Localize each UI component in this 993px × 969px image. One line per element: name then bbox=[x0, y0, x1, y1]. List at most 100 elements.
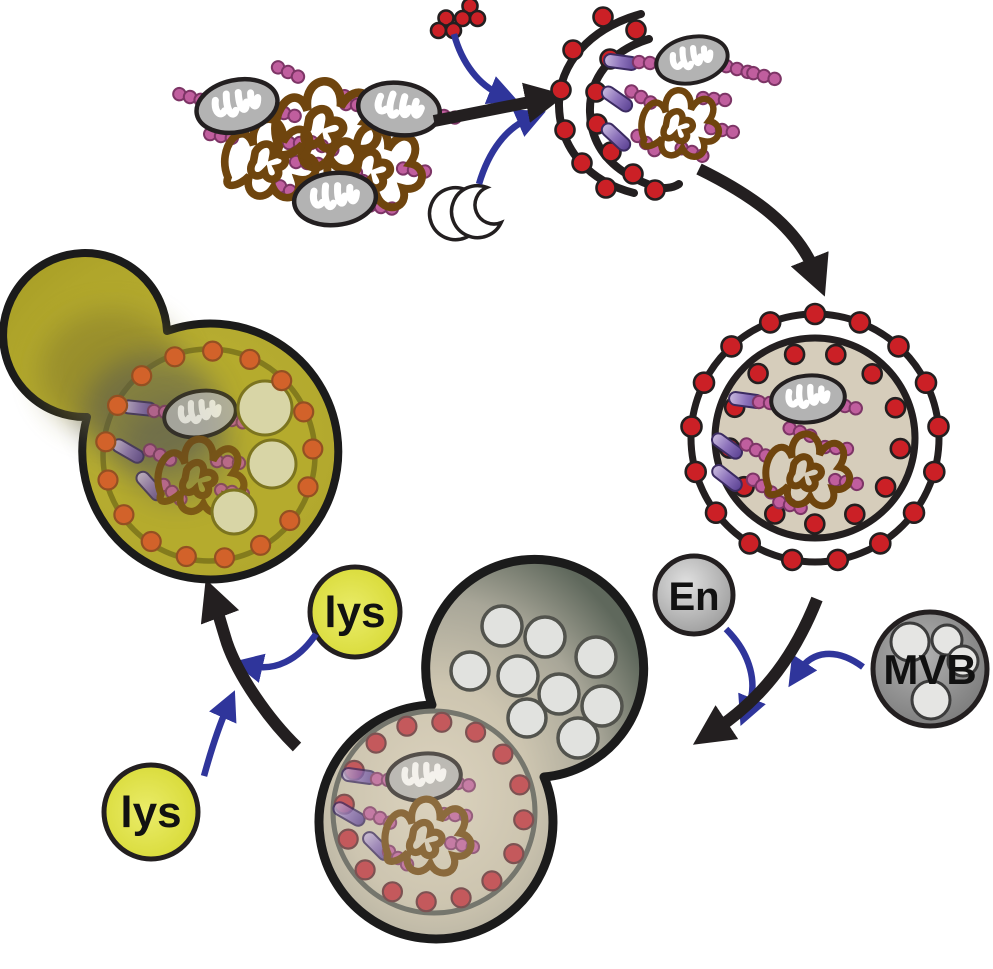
membrane-dot bbox=[692, 371, 716, 395]
membrane-dot bbox=[481, 870, 503, 892]
endosome-badge: En bbox=[652, 553, 736, 637]
arrow-lysosome-lower bbox=[200, 690, 237, 777]
membrane-source-icon bbox=[419, 179, 506, 250]
membrane-dot bbox=[783, 343, 806, 366]
lysosome-circle bbox=[307, 564, 403, 660]
membrane-dot bbox=[131, 365, 153, 387]
mvb-label: MVB bbox=[883, 646, 976, 693]
membrane-dot bbox=[720, 335, 743, 358]
membrane-dot bbox=[922, 460, 946, 484]
degraded-vesicle bbox=[246, 438, 298, 490]
cargo-cluster bbox=[170, 58, 463, 229]
amphisome bbox=[314, 554, 649, 944]
membrane-dot bbox=[415, 891, 437, 913]
lysosome-badge-upper: lys bbox=[307, 564, 403, 660]
membrane-dot bbox=[106, 394, 129, 416]
membrane-dot bbox=[450, 887, 472, 909]
membrane-dot bbox=[297, 476, 319, 498]
arrow-mvb-fusion bbox=[788, 650, 865, 688]
membrane-dot bbox=[738, 532, 762, 555]
lysosome-circle bbox=[101, 762, 201, 862]
membrane-dot bbox=[758, 311, 782, 334]
membrane-dot bbox=[396, 715, 418, 737]
phagophore bbox=[550, 6, 784, 201]
membrane-dot bbox=[874, 476, 897, 498]
ub-glyph bbox=[268, 58, 308, 86]
receptor-trimers bbox=[429, 0, 487, 40]
membrane-dot bbox=[213, 547, 236, 569]
arrow-receptors bbox=[450, 33, 519, 104]
amphisome-vesicles bbox=[449, 604, 624, 760]
degraded-vesicle bbox=[236, 379, 294, 437]
membrane-dot bbox=[803, 302, 827, 326]
autolysosome-cell bbox=[0, 249, 343, 584]
membrane-dot bbox=[848, 311, 872, 334]
arrow-amphisome-to-autolysosome bbox=[200, 579, 302, 752]
membrane-dot bbox=[250, 534, 272, 556]
membrane-dot bbox=[927, 415, 950, 438]
membrane-dot bbox=[592, 6, 614, 28]
membrane-dot bbox=[803, 513, 826, 535]
mvb-vesicle bbox=[910, 679, 952, 721]
arrow-phagophore-to-autophagosome bbox=[696, 163, 829, 297]
membrane-dot bbox=[239, 348, 261, 370]
endosome-label: En bbox=[668, 575, 719, 619]
degraded-vesicle bbox=[210, 488, 258, 536]
membrane-dot bbox=[861, 362, 884, 385]
membrane-dot bbox=[271, 370, 293, 392]
membrane-dot bbox=[571, 152, 593, 174]
membrane-dot bbox=[354, 859, 376, 881]
phagophore-outer-membrane bbox=[554, 10, 645, 197]
mitochondrion-icon bbox=[652, 30, 732, 90]
membrane-dot bbox=[293, 401, 315, 423]
membrane-dot bbox=[97, 469, 119, 491]
arrow-autophagosome-to-amphisome bbox=[692, 596, 823, 745]
membrane-dot bbox=[824, 343, 847, 366]
membrane-dot bbox=[95, 431, 117, 453]
membrane-dot bbox=[140, 530, 162, 553]
membrane-dot bbox=[554, 119, 576, 141]
membrane-dot bbox=[562, 39, 584, 61]
autophagosome-outer-dots bbox=[680, 302, 950, 572]
membrane-dot bbox=[175, 545, 197, 568]
membrane-dot bbox=[113, 504, 135, 526]
membrane-dot bbox=[704, 501, 728, 525]
protein-aggregate-icon bbox=[641, 90, 718, 156]
mvb-vesicle bbox=[889, 621, 931, 663]
membrane-dot bbox=[550, 79, 572, 101]
membrane-dot bbox=[884, 396, 907, 419]
lysosome-label-upper: lys bbox=[324, 588, 385, 637]
membrane-dot bbox=[622, 163, 644, 185]
membrane-dot bbox=[914, 371, 938, 395]
membrane-dot bbox=[902, 501, 926, 525]
membrane-dot bbox=[509, 774, 531, 796]
membrane-dot bbox=[365, 732, 387, 754]
tri-glyph bbox=[453, 0, 487, 28]
vacuole-dots bbox=[95, 340, 324, 569]
mvb-badge: MVB bbox=[870, 609, 990, 729]
membrane-dot bbox=[513, 809, 535, 831]
endosome-circle bbox=[652, 553, 736, 637]
membrane-dot bbox=[889, 437, 912, 460]
phagophore-atg-dots bbox=[550, 6, 666, 201]
membrane-dot bbox=[780, 548, 804, 572]
autophagosome bbox=[680, 302, 950, 572]
membrane-dot bbox=[492, 743, 514, 765]
membrane-dot bbox=[826, 548, 850, 572]
membrane-dot bbox=[302, 438, 324, 460]
membrane-dot bbox=[887, 335, 910, 358]
arrow-lysosome-upper bbox=[233, 632, 319, 683]
arrow-cargo-to-phagophore bbox=[432, 82, 567, 127]
membrane-dot bbox=[843, 503, 866, 526]
membrane-dot bbox=[431, 711, 453, 733]
membrane-dot bbox=[164, 346, 186, 368]
membrane-dot bbox=[503, 842, 525, 865]
lysosome-badge-lower: lys bbox=[101, 762, 201, 862]
ub-glyph bbox=[744, 64, 784, 88]
membrane-dot bbox=[595, 177, 617, 199]
membrane-dot bbox=[747, 362, 769, 385]
membrane-dot bbox=[644, 179, 666, 201]
amphisome-inner-membrane bbox=[330, 708, 538, 916]
